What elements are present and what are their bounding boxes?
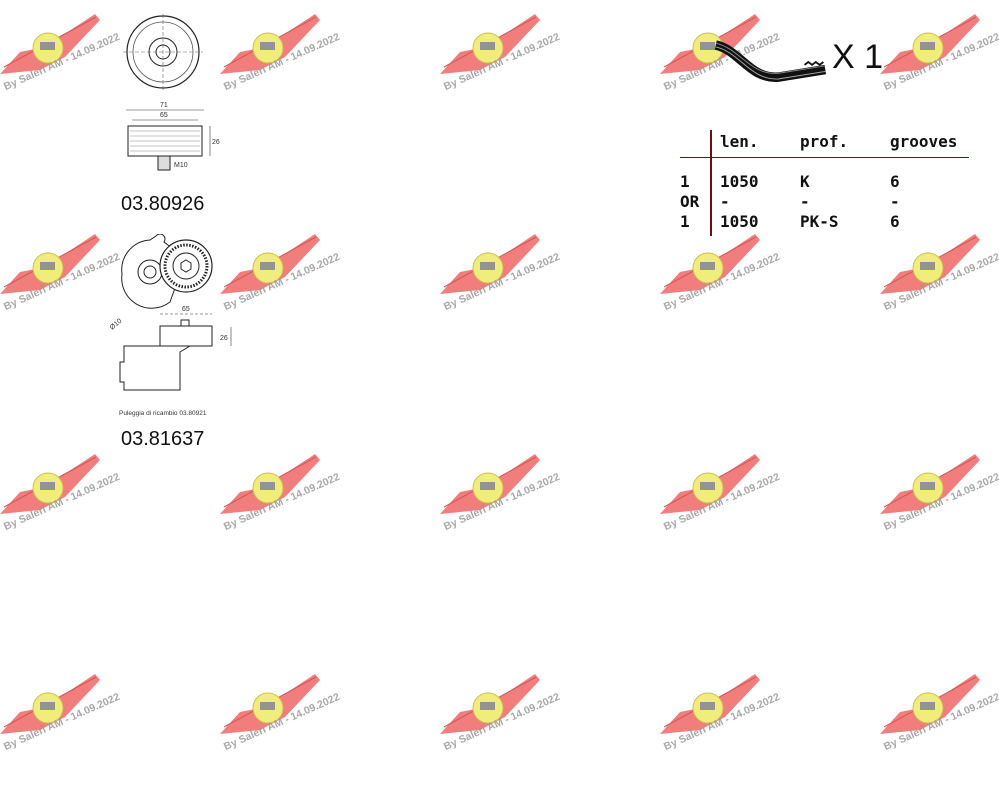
airone-logo-icon: [0, 234, 100, 294]
watermark-text: By Saleri AM - 14.09.2022: [2, 690, 122, 753]
watermark: By Saleri AM - 14.09.2022: [440, 452, 640, 572]
cell-qty: 1: [680, 172, 690, 191]
airone-logo-icon: [440, 674, 540, 734]
cell-grooves: 6: [890, 172, 900, 191]
watermark: By Saleri AM - 14.09.2022: [880, 232, 999, 352]
watermark: By Saleri AM - 14.09.2022: [880, 672, 999, 792]
airone-logo-icon: [880, 234, 980, 294]
part-code-1: 03.80926: [121, 193, 205, 215]
airone-logo-icon: [440, 454, 540, 514]
watermark: By Saleri AM - 14.09.2022: [440, 672, 640, 792]
dim-65: 65: [182, 306, 190, 313]
watermark: By Saleri AM - 14.09.2022: [660, 452, 860, 572]
cell-prof: -: [800, 192, 810, 211]
cell-grooves: -: [890, 192, 900, 211]
col-grooves: grooves: [890, 132, 958, 151]
watermark: By Saleri AM - 14.09.2022: [660, 672, 860, 792]
cell-qty: 1: [680, 212, 690, 231]
watermark-text: By Saleri AM - 14.09.2022: [222, 30, 342, 93]
watermark-text: By Saleri AM - 14.09.2022: [2, 30, 122, 93]
airone-logo-icon: [660, 674, 760, 734]
airone-logo-icon: [660, 454, 760, 514]
replacement-pulley-caption: Puleggia di ricambio 03.80921: [119, 410, 207, 417]
watermark-text: By Saleri AM - 14.09.2022: [2, 250, 122, 313]
watermark-text: By Saleri AM - 14.09.2022: [882, 690, 999, 753]
watermark-text: By Saleri AM - 14.09.2022: [882, 250, 999, 313]
watermark: By Saleri AM - 14.09.2022: [0, 452, 200, 572]
airone-logo-icon: [0, 454, 100, 514]
watermark-text: By Saleri AM - 14.09.2022: [442, 250, 562, 313]
dim-m10: M10: [174, 162, 188, 169]
dim-26: 26: [220, 335, 228, 342]
belt-quantity: X 1: [832, 38, 884, 76]
idler-pulley-drawing: 71 65 26 M10: [123, 14, 220, 171]
ribbed-belt-image: [714, 40, 827, 82]
part-code-2: 03.81637: [121, 428, 205, 450]
cell-prof: PK-S: [800, 212, 839, 231]
airone-logo-icon: [880, 14, 980, 74]
col-len: len.: [720, 132, 759, 151]
watermark-text: By Saleri AM - 14.09.2022: [662, 470, 782, 533]
watermark-text: By Saleri AM - 14.09.2022: [2, 470, 122, 533]
watermark: By Saleri AM - 14.09.2022: [660, 232, 860, 352]
cell-len: 1050: [720, 212, 759, 231]
watermark-text: By Saleri AM - 14.09.2022: [442, 30, 562, 93]
dim-26: 26: [212, 139, 220, 146]
watermark-text: By Saleri AM - 14.09.2022: [442, 470, 562, 533]
watermark-text: By Saleri AM - 14.09.2022: [662, 250, 782, 313]
cell-grooves: 6: [890, 212, 900, 231]
table-horizontal-rule: [680, 157, 969, 158]
watermark-text: By Saleri AM - 14.09.2022: [882, 30, 999, 93]
airone-logo-icon: [660, 234, 760, 294]
cell-qty: OR: [680, 192, 700, 211]
watermark: By Saleri AM - 14.09.2022: [220, 12, 420, 132]
cell-len: 1050: [720, 172, 759, 191]
watermark: By Saleri AM - 14.09.2022: [0, 672, 200, 792]
airone-logo-icon: [880, 454, 980, 514]
airone-logo-icon: [220, 14, 320, 74]
airone-logo-icon: [0, 14, 100, 74]
watermark: By Saleri AM - 14.09.2022: [880, 12, 999, 132]
watermark-text: By Saleri AM - 14.09.2022: [442, 690, 562, 753]
airone-logo-icon: [220, 674, 320, 734]
watermark: By Saleri AM - 14.09.2022: [220, 672, 420, 792]
watermark-text: By Saleri AM - 14.09.2022: [222, 690, 342, 753]
airone-logo-icon: [220, 454, 320, 514]
watermark: By Saleri AM - 14.09.2022: [880, 452, 999, 572]
watermark-text: By Saleri AM - 14.09.2022: [882, 470, 999, 533]
watermark-text: By Saleri AM - 14.09.2022: [222, 470, 342, 533]
table-vertical-rule: [710, 130, 712, 236]
cell-prof: K: [800, 172, 810, 191]
cell-len: -: [720, 192, 730, 211]
col-prof: prof.: [800, 132, 849, 151]
tensioner-drawing: 65 26 Ø10: [110, 234, 232, 391]
watermark: By Saleri AM - 14.09.2022: [220, 232, 420, 352]
watermark: By Saleri AM - 14.09.2022: [440, 12, 640, 132]
dim-bore: Ø10: [110, 318, 124, 332]
watermark: By Saleri AM - 14.09.2022: [440, 232, 640, 352]
dim-65: 65: [160, 112, 168, 119]
watermark: By Saleri AM - 14.09.2022: [220, 452, 420, 572]
airone-logo-icon: [880, 674, 980, 734]
airone-logo-icon: [440, 234, 540, 294]
airone-logo-icon: [0, 674, 100, 734]
airone-logo-icon: [440, 14, 540, 74]
dim-71: 71: [160, 102, 168, 109]
watermark-text: By Saleri AM - 14.09.2022: [662, 690, 782, 753]
